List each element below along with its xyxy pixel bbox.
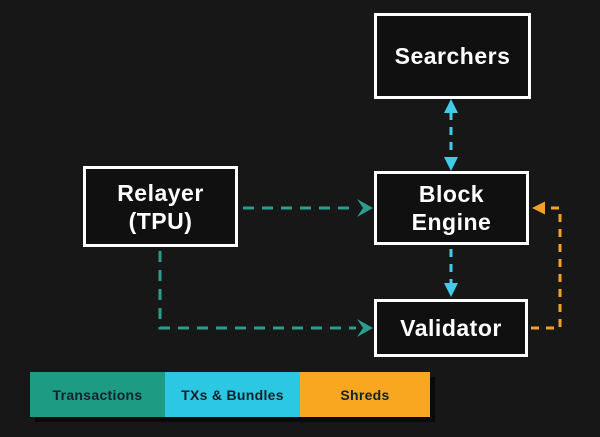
node-relayer-label-line1: Relayer [117, 179, 204, 206]
edge-relayer-validator-line [158, 251, 356, 330]
edge-relayer-validator-arrowhead-icon [357, 319, 373, 337]
edge-relayer-blockengine-arrowhead-icon [357, 199, 373, 217]
node-validator: Validator [374, 299, 528, 357]
edge-validator-blockengine-line [531, 206, 562, 330]
edge-blockengine-validator-arrowhead-icon [444, 283, 458, 297]
legend-item-shreds-label: Shreds [340, 386, 390, 403]
legend-item-transactions-label: Transactions [52, 386, 143, 403]
edge-searchers-blockengine-arrowhead-up-icon [444, 99, 458, 113]
node-searchers: Searchers [374, 13, 531, 99]
edge-searchers-blockengine-arrowhead-down-icon [444, 157, 458, 171]
node-relayer-label-line2: (TPU) [128, 207, 193, 234]
edge-validator-blockengine-arrowhead-icon [532, 201, 545, 215]
node-relayer: Relayer (TPU) [83, 166, 238, 247]
node-searchers-label: Searchers [394, 43, 511, 69]
node-block-engine: Block Engine [374, 171, 529, 245]
node-block-engine-label-line1: Block [418, 181, 485, 207]
legend-bar: Transactions TXs & Bundles Shreds [30, 372, 430, 417]
legend-item-transactions: Transactions [30, 372, 165, 417]
legend-item-txs-bundles-label: TXs & Bundles [181, 386, 284, 403]
legend-item-txs-bundles: TXs & Bundles [165, 372, 300, 417]
node-validator-label: Validator [400, 315, 502, 341]
node-block-engine-label-line2: Engine [411, 209, 492, 235]
legend-item-shreds: Shreds [300, 372, 430, 417]
